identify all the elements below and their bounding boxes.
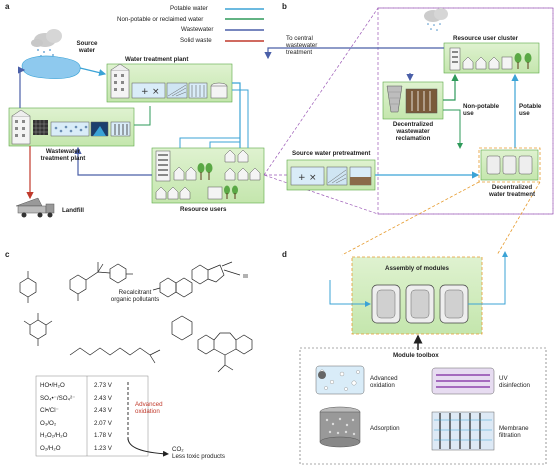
toolbox-oxidation-label: Advanced oxidation (370, 375, 398, 389)
cloud-icon-b (424, 8, 448, 31)
panel-label-b: b (282, 2, 287, 11)
couple: O₃/O₂ (40, 419, 57, 427)
couple: SO₄•⁻/SO₄²⁻ (40, 394, 76, 402)
houses-row-3 (155, 185, 238, 200)
couple: Cl•/Cl⁻ (40, 407, 59, 414)
resource-user-cluster-label: Resource user cluster (453, 35, 518, 42)
advanced-oxidation-c-label: Advanced oxidation (135, 401, 163, 415)
potential: 2.43 V (94, 407, 112, 414)
lake-icon (21, 55, 81, 80)
panel-a-graphics: + × (8, 29, 290, 218)
toolbox-adsorption-label: Adsorption (370, 425, 400, 432)
panel-d-graphics (299, 251, 547, 465)
assembly-label: Assembly of modules (385, 265, 449, 272)
decentralized-reclamation-label: Decentralized wastewater reclamation (392, 121, 434, 142)
potential: 2.07 V (94, 419, 112, 427)
legend-wastewater: Wastewater (181, 26, 214, 33)
wastewater-treatment-plant-label: Wastewater treatment plant (40, 148, 86, 162)
landfill-label: Landfill (62, 207, 84, 214)
redox-couples: HO•/H₂O SO₄•⁻/SO₄²⁻ Cl•/Cl⁻ O₃/O₂ H₂O₂/H… (40, 380, 75, 455)
panel-label-a: a (5, 2, 10, 11)
panel-label-c: c (5, 250, 10, 259)
legend-lines (225, 8, 264, 42)
panel-b-graphics: + × (263, 7, 554, 215)
svg-text:+: + (298, 173, 306, 183)
couple: O₂/H₂O (40, 444, 61, 452)
cloud-icon (31, 29, 62, 58)
decentralized-treatment-label: Decentralized water treatment (488, 184, 536, 198)
zoom-lines (341, 181, 541, 256)
potable-use-label: Potable use (519, 103, 542, 117)
legend-nonpotable: Non-potable or reclaimed water (117, 16, 204, 23)
couple: H₂O₂/H₂O (40, 432, 68, 439)
potential: 2.73 V (94, 382, 112, 389)
dump-truck-icon (15, 197, 55, 218)
potential: 2.43 V (94, 394, 112, 402)
potential: 1.23 V (94, 444, 112, 452)
svg-text:+: + (141, 87, 149, 97)
uv-disinfection-icon (431, 367, 495, 395)
potential: 1.78 V (94, 432, 112, 439)
legend-solid: Solid waste (180, 37, 212, 44)
panel-label-d: d (282, 250, 287, 259)
houses-row-1 (173, 163, 213, 181)
legend-potable: Potable water (170, 5, 208, 12)
source-pretreatment-label: Source water pretreatment (292, 150, 371, 157)
resource-users-label: Resource users (180, 206, 227, 213)
to-central-label: To central wastewater treatment (286, 35, 318, 56)
water-treatment-plant-label: Water treatment plant (125, 56, 189, 63)
recalcitrant-label: Recalcitrant organic pollutants (110, 289, 160, 303)
svg-text:×: × (309, 173, 317, 183)
redox-table (35, 375, 149, 457)
nonpotable-use-label: Non-potable use (463, 103, 500, 117)
source-water-label: Source water (76, 40, 98, 54)
advanced-oxidation-icon (315, 365, 365, 395)
svg-text:×: × (152, 87, 160, 97)
houses-row-2 (224, 149, 261, 181)
toolbox-label: Module toolbox (393, 352, 439, 359)
membrane-filtration-icon (431, 411, 495, 451)
toolbox-uv-label: UV disinfection (499, 375, 530, 389)
products-label: CO₂ Less toxic products (172, 446, 225, 460)
toolbox-membrane-label: Membrane filtration (499, 425, 529, 439)
redox-potentials: 2.73 V 2.43 V 2.43 V 2.07 V 1.78 V 1.23 … (94, 380, 112, 455)
adsorption-icon (319, 406, 361, 448)
couple: HO•/H₂O (40, 382, 65, 389)
toolbox-box (299, 347, 547, 465)
panel-c-graphics (19, 261, 253, 373)
